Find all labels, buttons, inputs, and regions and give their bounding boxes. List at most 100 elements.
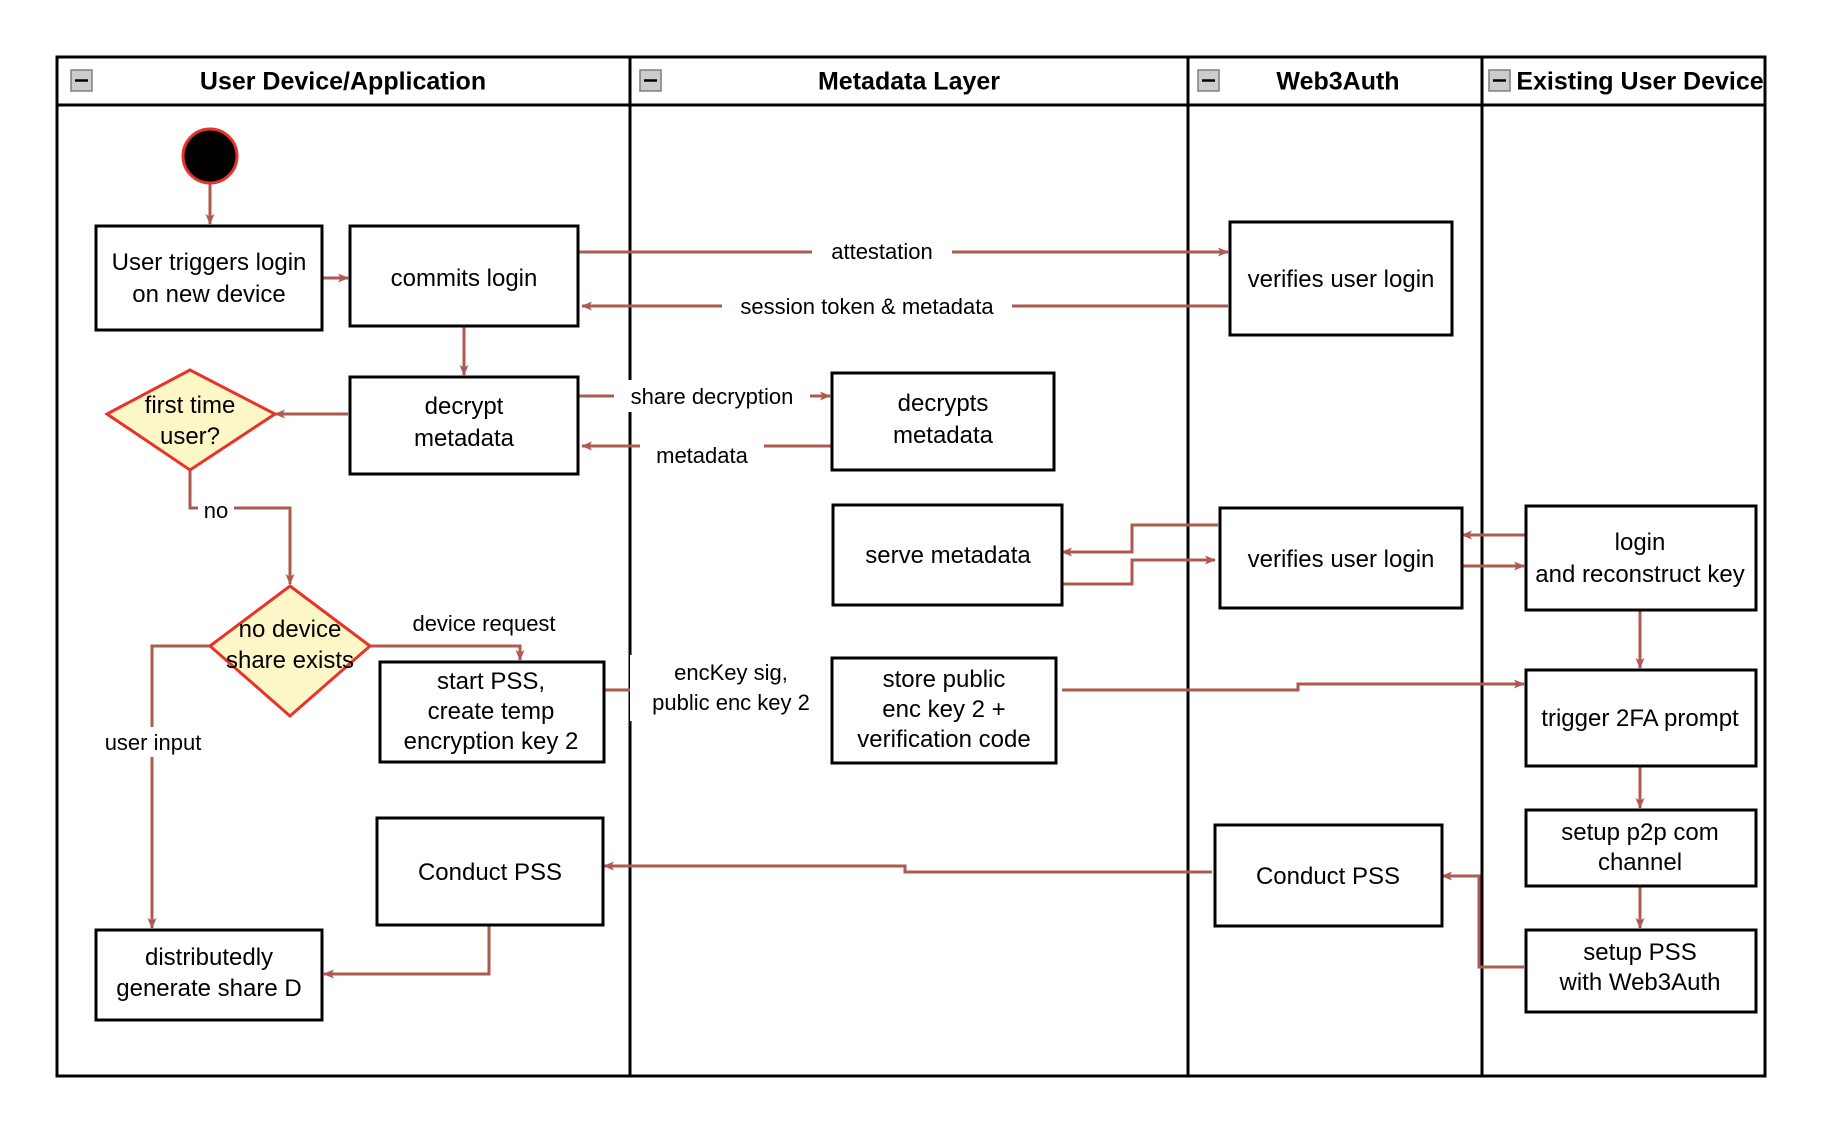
edge-serve-metadata-to-verifies [1062, 555, 1216, 586]
node-setup-p2p-com-channel[interactable]: setup p2p com channel [1524, 808, 1758, 888]
label-bg [396, 608, 572, 638]
node-conduct-pss-web3auth-rect[interactable] [1213, 823, 1444, 928]
node-conduct-pss-user-rect[interactable] [375, 816, 605, 927]
node-user-triggers-login-line1: User triggers login [112, 249, 307, 276]
node-start-pss-create-temp-key-rect[interactable] [378, 660, 606, 764]
node-store-public-enc-key-line2: enc key 2 + [882, 696, 1005, 723]
edge-label-session-token-metadata-text: session token & metadata [740, 294, 994, 319]
label-bg [92, 727, 214, 757]
node-no-device-share-exists-line1: no device [239, 616, 342, 643]
label-bg [630, 655, 830, 721]
node-first-time-user-line1: first time [145, 392, 236, 419]
edge-label-no: no [198, 496, 234, 524]
lane-title-metadata: Metadata Layer [818, 68, 1000, 96]
node-serve-metadata-label: serve metadata [865, 542, 1031, 569]
node-user-triggers-login-line2: on new device [132, 281, 285, 308]
node-start-pss-create-temp-key[interactable]: start PSS, create temp encryption key 2 [378, 660, 606, 764]
edge-label-enckey-sig-line1: encKey sig, [674, 660, 788, 685]
node-no-device-share-exists-shape[interactable] [207, 584, 373, 718]
edge-label-share-decryption-text: share decryption [631, 384, 794, 409]
edge-label-enckey-sig-line2: public enc key 2 [652, 690, 810, 715]
node-setup-pss-with-web3auth-line1: setup PSS [1583, 939, 1696, 966]
lane-title-existing-device: Existing User Device [1516, 68, 1763, 96]
initial-node [181, 127, 239, 185]
node-user-triggers-login[interactable]: User triggers login on new device [94, 224, 324, 332]
edge-label-metadata: metadata [640, 439, 764, 471]
node-first-time-user[interactable]: first time user? [104, 368, 278, 472]
node-store-public-enc-key-line3: verification code [857, 726, 1030, 753]
edge-label-device-request: device request [396, 608, 572, 638]
label-bg [812, 235, 952, 267]
node-share-d-line2: generate share D [116, 975, 301, 1002]
node-trigger-2fa-prompt-label: trigger 2FA prompt [1541, 705, 1739, 732]
edge-label-attestation: attestation [812, 235, 952, 267]
edge-label-user-input-text: user input [105, 730, 202, 755]
lane-header-existing-device: Existing User Device [1488, 68, 1764, 96]
node-verifies-user-login-top-rect[interactable] [1228, 220, 1454, 337]
node-first-time-user-line2: user? [160, 423, 220, 450]
node-decrypt-metadata-line2: metadata [414, 425, 515, 452]
node-start-pss-line3: encryption key 2 [404, 728, 579, 755]
edge-label-session-token-metadata: session token & metadata [722, 290, 1012, 322]
node-setup-pss-with-web3auth[interactable]: setup PSS with Web3Auth [1524, 928, 1758, 1014]
edge-store-key-to-trigger-2fa [1062, 679, 1525, 692]
node-store-public-enc-key-line1: store public [883, 666, 1006, 693]
node-serve-metadata-rect[interactable] [831, 503, 1064, 607]
node-decrypt-metadata[interactable]: decrypt metadata [348, 375, 580, 476]
node-decrypts-metadata[interactable]: decrypts metadata [830, 371, 1056, 472]
edge-label-device-request-text: device request [412, 611, 555, 636]
edge-label-share-decryption: share decryption [614, 380, 810, 412]
node-trigger-2fa-prompt-rect[interactable] [1524, 668, 1758, 768]
node-share-d-line1: distributedly [145, 944, 273, 971]
node-conduct-pss-web3auth[interactable]: Conduct PSS [1213, 823, 1444, 928]
label-bg [722, 290, 1012, 322]
node-store-public-enc-key-rect[interactable] [830, 656, 1058, 765]
node-no-device-share-exists[interactable]: no device share exists [207, 584, 373, 718]
edge-label-metadata-text: metadata [656, 443, 748, 468]
node-login-and-reconstruct-key[interactable]: login and reconstruct key [1524, 504, 1758, 612]
node-verifies-user-login-mid-rect[interactable] [1218, 506, 1464, 610]
node-setup-pss-with-web3auth-rect[interactable] [1524, 928, 1758, 1014]
node-login-and-reconstruct-key-line2: and reconstruct key [1535, 561, 1744, 588]
node-user-triggers-login-rect[interactable] [94, 224, 324, 332]
edge-label-no-text: no [204, 498, 228, 523]
node-start-pss-line1: start PSS, [437, 668, 545, 695]
label-bg [614, 380, 810, 412]
node-trigger-2fa-prompt[interactable]: trigger 2FA prompt [1524, 668, 1758, 768]
node-verifies-user-login-top[interactable]: verifies user login [1228, 220, 1454, 337]
lane-title-web3auth: Web3Auth [1276, 68, 1399, 96]
swimlane-frame [55, 55, 1767, 1078]
edge-conduct-pss-to-share-d [323, 925, 491, 979]
node-verifies-user-login-mid[interactable]: verifies user login [1218, 506, 1464, 610]
node-commits-login-rect[interactable] [348, 224, 580, 328]
node-conduct-pss-web3auth-label: Conduct PSS [1256, 863, 1400, 890]
edge-user-input [147, 644, 210, 929]
node-decrypts-metadata-rect[interactable] [830, 371, 1056, 472]
node-store-public-enc-key[interactable]: store public enc key 2 + verification co… [830, 656, 1058, 765]
node-setup-p2p-line1: setup p2p com [1561, 819, 1718, 846]
node-distributedly-generate-share-d-rect[interactable] [94, 928, 324, 1022]
node-setup-p2p-com-channel-rect[interactable] [1524, 808, 1758, 888]
edge-verifies-to-serve-metadata [1061, 523, 1218, 557]
node-first-time-user-shape[interactable] [104, 368, 278, 472]
node-verifies-user-login-mid-label: verifies user login [1248, 546, 1435, 573]
node-conduct-pss-user[interactable]: Conduct PSS [375, 816, 605, 927]
lane-header-metadata: Metadata Layer [639, 68, 1000, 96]
edge-label-enckey-sig: encKey sig, public enc key 2 [630, 655, 830, 721]
node-decrypts-metadata-line2: metadata [893, 422, 994, 449]
node-decrypt-metadata-rect[interactable] [348, 375, 580, 476]
node-setup-p2p-line2: channel [1598, 849, 1682, 876]
edge-label-attestation-text: attestation [831, 239, 933, 264]
node-verifies-user-login-top-label: verifies user login [1248, 266, 1435, 293]
node-conduct-pss-user-label: Conduct PSS [418, 859, 562, 886]
lane-header-user-device: User Device/Application [70, 68, 486, 96]
node-serve-metadata[interactable]: serve metadata [831, 503, 1064, 607]
edge-conduct-pss-web3auth-to-user [603, 861, 1212, 874]
node-distributedly-generate-share-d[interactable]: distributedly generate share D [94, 928, 324, 1022]
node-start-pss-line2: create temp [428, 698, 555, 725]
node-decrypt-metadata-line1: decrypt [425, 393, 504, 420]
node-commits-login-label: commits login [391, 265, 538, 292]
node-login-and-reconstruct-key-rect[interactable] [1524, 504, 1758, 612]
node-commits-login[interactable]: commits login [348, 224, 580, 328]
